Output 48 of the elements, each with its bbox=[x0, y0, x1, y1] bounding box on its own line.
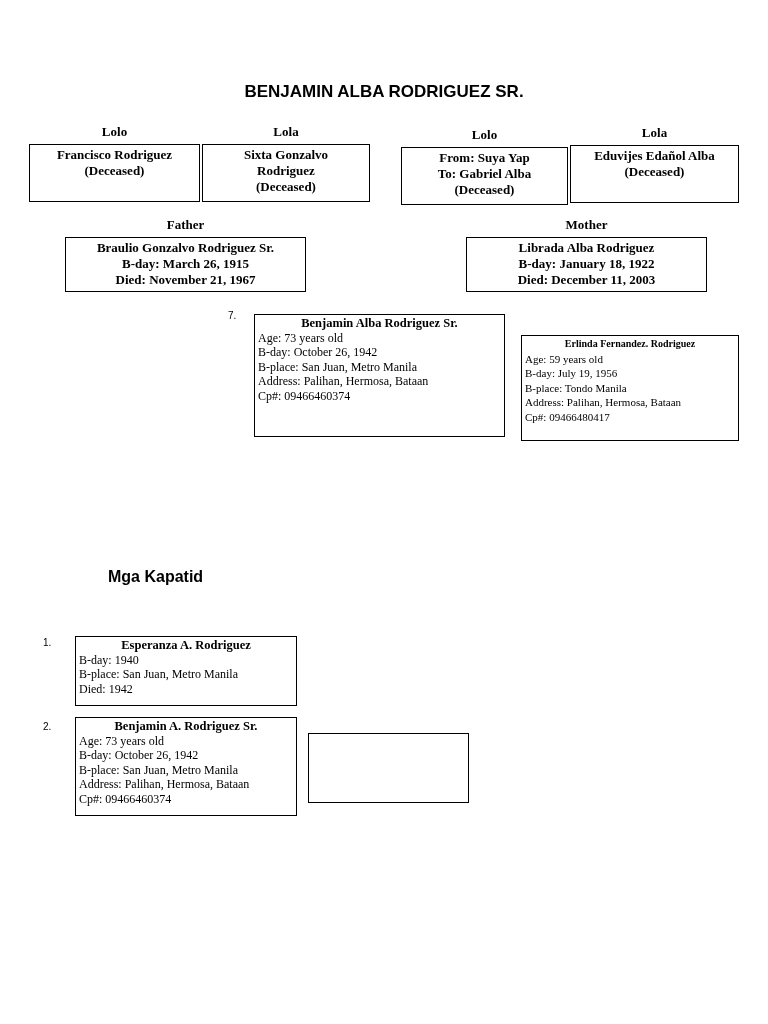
card-text: To: Gabriel Alba bbox=[436, 166, 533, 182]
heading-label: Father bbox=[165, 217, 206, 232]
card-text: (Deceased) bbox=[83, 163, 146, 179]
info-text: Cp#: 09466460374 bbox=[258, 388, 352, 403]
heading-label: Lolo bbox=[100, 124, 129, 139]
info-text: Age: 73 years old bbox=[79, 733, 165, 748]
info-text: Age: 73 years old bbox=[258, 330, 344, 345]
list-number: 7. bbox=[228, 310, 237, 321]
heading-label: Lola bbox=[640, 125, 669, 140]
heading-label: Mother bbox=[564, 217, 609, 232]
info-text: B-day: October 26, 1942 bbox=[258, 345, 379, 360]
info-text: Died: 1942 bbox=[79, 681, 134, 696]
card-text: Braulio Gonzalvo Rodriguez Sr. bbox=[95, 240, 276, 256]
card-text: (Deceased) bbox=[255, 179, 317, 195]
info-text: B-day: July 19, 1956 bbox=[525, 366, 619, 381]
info-text: B-place: San Juan, Metro Manila bbox=[79, 762, 239, 777]
card-text: Died: November 21, 1967 bbox=[114, 272, 257, 288]
person-name: Benjamin A. Rodriguez Sr. bbox=[113, 719, 259, 734]
person-name: Erlinda Fernandez. Rodriguez bbox=[563, 337, 697, 351]
card-text: Sixta Gonzalvo Rodriguez bbox=[242, 147, 330, 179]
card-text: Died: December 11, 2003 bbox=[516, 272, 657, 288]
info-text: Cp#: 09466460374 bbox=[79, 791, 173, 806]
info-text: B-place: San Juan, Metro Manila bbox=[79, 667, 239, 682]
list-number: 1. bbox=[43, 637, 52, 648]
person-name: Benjamin Alba Rodriguez Sr. bbox=[300, 316, 459, 331]
card-text: Librada Alba Rodriguez bbox=[517, 240, 656, 256]
info-text: Address: Palihan, Hermosa, Bataan bbox=[258, 374, 430, 389]
card-text: B-day: March 26, 1915 bbox=[121, 256, 250, 272]
info-text: B-place: Tondo Manila bbox=[525, 380, 628, 395]
heading-label: Lolo bbox=[470, 127, 499, 142]
person-name: Esperanza A. Rodriguez bbox=[120, 638, 252, 653]
info-text: B-place: San Juan, Metro Manila bbox=[258, 359, 418, 374]
info-text: Address: Palihan, Hermosa, Bataan bbox=[79, 777, 251, 792]
heading-label: Lola bbox=[272, 124, 300, 139]
card-text: (Deceased) bbox=[623, 164, 686, 180]
card-text: Eduvijes Edañol Alba bbox=[593, 148, 716, 164]
info-text: Cp#: 09466480417 bbox=[525, 409, 611, 424]
info-text: Age: 59 years old bbox=[525, 351, 604, 366]
card-text: B-day: January 18, 1922 bbox=[517, 256, 656, 272]
card-text: Francisco Rodriguez bbox=[55, 147, 174, 163]
card-text: (Deceased) bbox=[453, 182, 516, 198]
page-title: BENJAMIN ALBA RODRIGUEZ SR. bbox=[243, 82, 525, 102]
section-heading: Mga Kapatid bbox=[108, 568, 204, 586]
list-number: 2. bbox=[43, 721, 52, 732]
info-text: B-day: October 26, 1942 bbox=[79, 748, 200, 763]
info-text: B-day: 1940 bbox=[79, 652, 140, 667]
info-text: Address: Palihan, Hermosa, Bataan bbox=[525, 395, 683, 410]
card-text: From: Suya Yap bbox=[438, 150, 531, 166]
